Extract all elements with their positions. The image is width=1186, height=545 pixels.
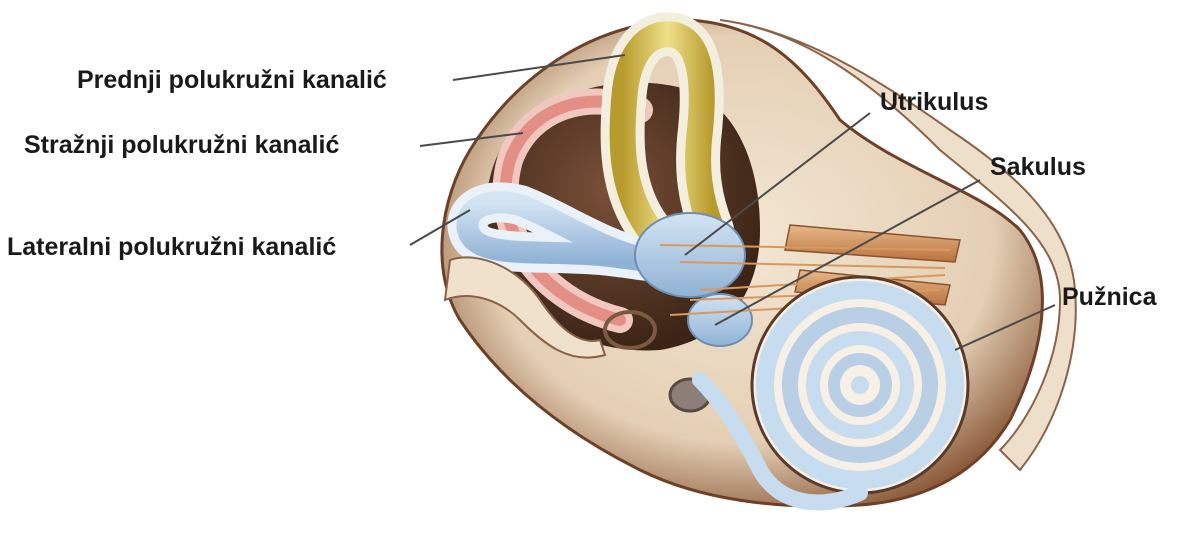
- label-posterior-canal: Stražnji polukružni kanalić: [24, 133, 339, 158]
- label-saccule: Sakulus: [990, 155, 1086, 180]
- label-lateral-canal: Lateralni polukružni kanalić: [7, 235, 336, 260]
- utricle-shape: [635, 213, 745, 297]
- saccule-shape: [688, 294, 752, 346]
- label-utricle: Utrikulus: [880, 90, 988, 115]
- label-cochlea: Pužnica: [1062, 285, 1156, 310]
- label-anterior-canal: Prednji polukružni kanalić: [77, 68, 387, 93]
